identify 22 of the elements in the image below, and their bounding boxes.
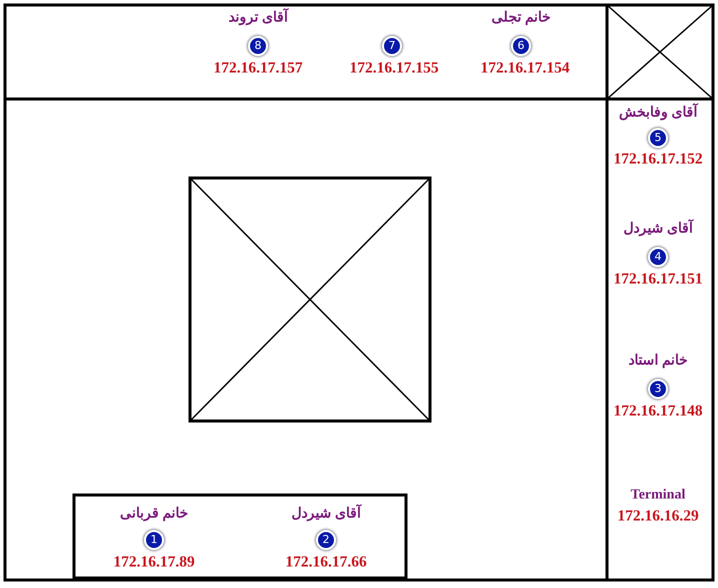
ip-address: 172.16.17.151: [613, 270, 703, 288]
number-badge: 8: [248, 36, 268, 56]
ip-address: 172.16.17.89: [113, 553, 195, 571]
ip-address: 172.16.17.157: [213, 59, 303, 77]
number-badge: 6: [511, 36, 531, 56]
number-badge: 2: [316, 530, 336, 550]
ip-address: 172.16.17.66: [285, 553, 367, 571]
ip-address: 172.16.17.155: [349, 59, 439, 77]
station-name: آقای شیردل: [291, 506, 361, 522]
number-badge: 7: [382, 36, 402, 56]
ip-address: 172.16.16.29: [617, 507, 699, 525]
station-name: آقای شیردل: [623, 221, 693, 237]
number-badge: 1: [144, 530, 164, 550]
number-badge: 3: [648, 379, 668, 399]
ip-address: 172.16.17.148: [613, 402, 703, 420]
number-badge: 5: [648, 128, 668, 148]
ip-address: 172.16.17.154: [480, 59, 570, 77]
number-badge: 4: [648, 247, 668, 267]
station-name: Terminal: [630, 487, 686, 503]
station-name: آقای تروند: [228, 10, 288, 26]
station-name: آقای وفابخش: [618, 105, 698, 121]
ip-address: 172.16.17.152: [613, 150, 703, 168]
